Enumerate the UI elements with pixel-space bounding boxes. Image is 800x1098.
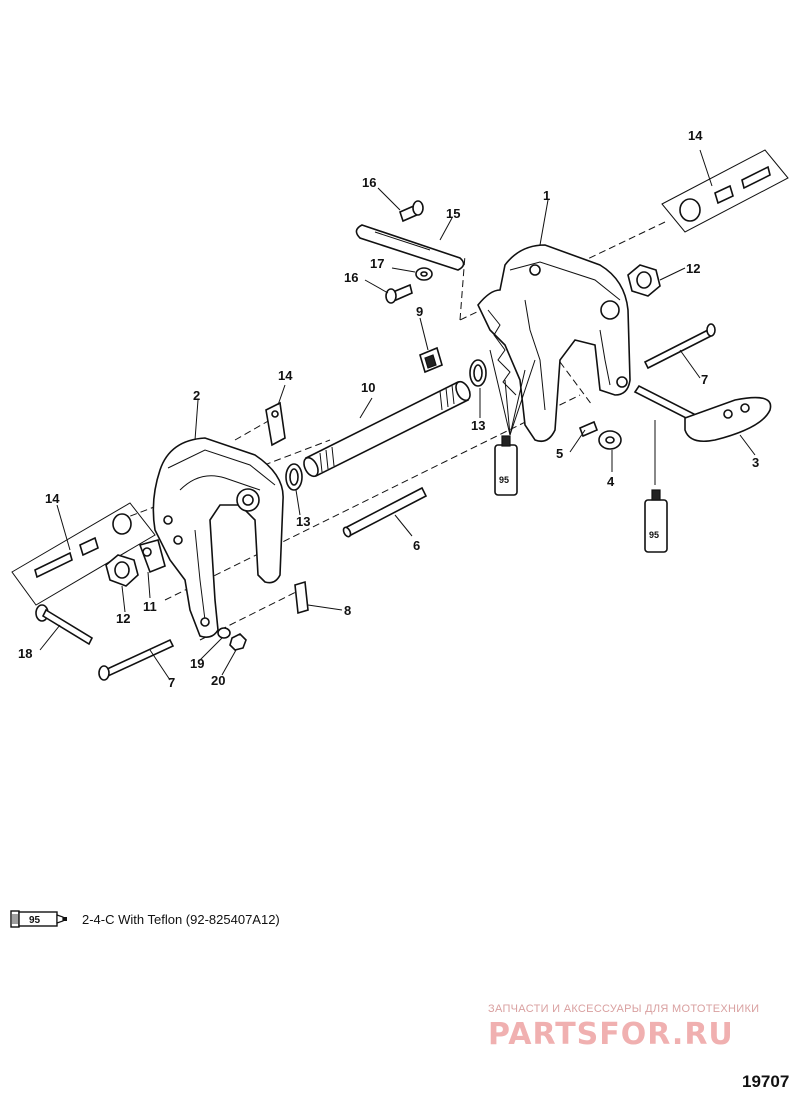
grease-tube-icon: 95 [10,910,67,928]
grease-tube-center: 95 [489,349,536,496]
callout-16-bottom: 16 [344,270,358,285]
callout-10: 10 [361,380,375,395]
legend-tube-label: 95 [29,915,41,926]
washers-13 [285,359,487,491]
kit-box-14-left [11,502,156,606]
bolts-7 [98,323,716,681]
callout-20: 20 [211,673,225,688]
watermark-tagline: ЗАПЧАСТИ И АКСЕССУАРЫ ДЛЯ МОТОТЕХНИКИ [488,1003,760,1015]
callout-13-right: 13 [471,418,485,433]
bushing-9 [419,346,443,374]
callout-8: 8 [344,603,351,618]
watermark: ЗАПЧАСТИ И АКСЕССУАРЫ ДЛЯ МОТОТЕХНИКИ PA… [488,1003,788,1052]
plate-14 [265,401,286,447]
callout-numbers: 1 2 3 4 5 6 7 7 8 9 10 11 12 12 13 13 14… [18,128,759,690]
callout-9: 9 [416,304,423,319]
callout-19: 19 [190,656,204,671]
callout-18: 18 [18,646,32,661]
grease-tube-label: 95 [649,530,659,540]
kit-box-14-right [661,149,789,233]
callout-2: 2 [193,388,200,403]
callout-1: 1 [543,188,550,203]
callout-14-left-kit: 14 [45,491,60,506]
grease-tube-label: 95 [499,475,509,485]
callout-14-right-kit: 14 [688,128,703,143]
plate-15 [355,224,465,271]
link-11 [138,539,166,574]
pad-4-screw-5 [578,420,622,450]
drawing-number: 19707 [742,1072,790,1091]
callout-16-top: 16 [362,175,376,190]
callout-6: 6 [413,538,420,553]
callout-11: 11 [143,599,157,614]
callout-5: 5 [556,446,563,461]
callout-15: 15 [446,206,460,221]
callout-3: 3 [752,455,759,470]
callout-14-plate: 14 [278,368,293,383]
nuts-12 [105,264,661,587]
tilt-rod [342,486,428,538]
swivel-tube [303,380,471,478]
plate-8 [294,580,309,615]
callout-13-left: 13 [296,514,310,529]
callout-4: 4 [607,474,615,489]
callout-7-left: 7 [168,675,175,690]
left-clamp-bracket [152,437,284,638]
washer-19-nut-20 [217,627,247,651]
lubricant-legend: 95 2-4-C With Teflon (92-825407A12) [10,906,280,932]
grease-tube-right: 95 [644,420,668,553]
clamp-handle-3 [633,384,772,443]
right-clamp-bracket [477,244,631,443]
callout-12-left: 12 [116,611,130,626]
leader-lines [39,149,756,681]
bolt-18 [35,604,94,646]
callout-12-right: 12 [686,261,700,276]
legend-description: 2-4-C With Teflon (92-825407A12) [82,911,280,927]
bolts-16-washer-17 [385,200,433,304]
callout-17: 17 [370,256,384,271]
callout-7-right: 7 [701,372,708,387]
watermark-brand: PARTSFOR.RU [488,1017,734,1052]
